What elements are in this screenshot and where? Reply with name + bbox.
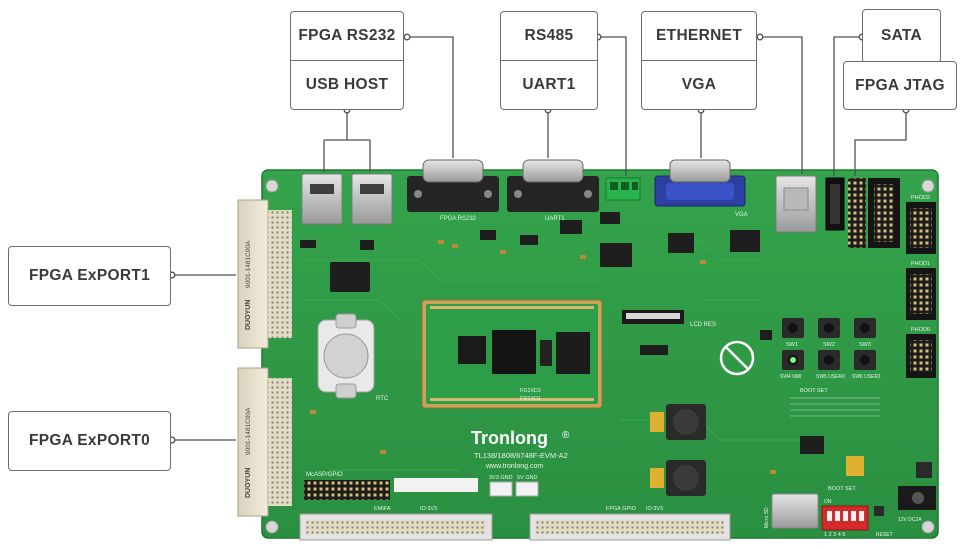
pb-free-logo xyxy=(719,340,755,376)
phod-headers xyxy=(906,202,936,378)
silk-fpga-rs232: FPGA RS232 xyxy=(440,216,477,222)
label-box-fpga-export1: FPGA ExPORT1 xyxy=(8,246,171,306)
label-box-fpga-export0: FPGA ExPORT0 xyxy=(8,411,171,471)
dip-switch xyxy=(821,505,869,531)
export0-connector xyxy=(237,367,292,517)
brand-name: Tronlong xyxy=(471,428,548,448)
silk-sw1: SW1 xyxy=(786,342,798,348)
silk-duoyun-1: DUOYUN xyxy=(245,300,252,330)
silk-boot-set: BOOT SET xyxy=(800,388,828,394)
db9-uart1-connector xyxy=(507,159,599,212)
export1-connector xyxy=(237,199,292,349)
silk-fd1xd2: FD1XD2 xyxy=(520,388,541,394)
silk-sw4-nmi: SW4 NMI xyxy=(780,374,801,380)
label-rs485: RS485 xyxy=(501,12,597,61)
callout-lines xyxy=(172,36,907,441)
silk-emifa: EMIFA xyxy=(374,506,391,512)
sata-connector xyxy=(825,177,845,231)
board-website: www.tronlong.com xyxy=(485,463,543,470)
label-box-fpga-jtag: FPGA JTAG xyxy=(843,61,957,110)
silk-io-3v3-left: IO:3V3 xyxy=(420,506,437,512)
reset-button xyxy=(874,506,884,516)
som-core-module xyxy=(421,299,603,409)
rtc-battery-holder xyxy=(317,313,375,399)
silk-micro-sd: Micro SD xyxy=(764,507,770,528)
silk-sw3: SW3 xyxy=(859,342,871,348)
emifa-header xyxy=(299,513,493,541)
silk-dip-numbers: 1 2 3 4 5 xyxy=(824,532,845,538)
push-buttons xyxy=(782,318,876,370)
silk-duoyun-0: DUOYUN xyxy=(245,468,252,498)
silk-3v3-gnd: 3V3 GND xyxy=(489,475,513,481)
silk-mcasp-gpio: McASP/GPIO xyxy=(306,472,343,478)
silk-reset: RESET xyxy=(876,532,893,538)
brand-registered-mark: ® xyxy=(562,430,570,441)
label-fpga-rs232: FPGA RS232 xyxy=(291,12,403,61)
board-model: TL138/1808/6748F-EVM-A2 xyxy=(474,451,568,460)
silk-connector-part-1: 9001-1481C00A xyxy=(245,240,252,288)
label-box-fpga-rs232-usb-host: FPGA RS232 USB HOST xyxy=(290,11,404,110)
label-ethernet: ETHERNET xyxy=(642,12,756,61)
silk-lcd-res: LCD RES xyxy=(690,322,716,328)
label-fpga-export1: FPGA ExPORT1 xyxy=(28,267,151,284)
silk-uart1: UART1 xyxy=(545,216,565,222)
rs485-terminal xyxy=(605,177,641,201)
label-usb-host: USB HOST xyxy=(305,75,389,93)
power-jack xyxy=(898,462,936,510)
ethernet-connector xyxy=(775,175,817,233)
db9-rs232-connector xyxy=(407,159,499,212)
label-fpga-jtag: FPGA JTAG xyxy=(855,76,945,94)
silk-connector-part-0: 9001-1481C00A xyxy=(245,407,252,455)
label-box-sata: SATA xyxy=(862,9,941,63)
silk-vga: VGA xyxy=(735,212,748,218)
silk-boot-set-2: BOOT SET xyxy=(828,486,856,492)
label-sata: SATA xyxy=(880,27,923,44)
silk-5v-gnd: 5V GND xyxy=(517,475,538,481)
lcd-connector xyxy=(622,310,684,324)
label-uart1: UART1 xyxy=(522,75,576,93)
silk-sw6-user1: SW6 USER1 xyxy=(852,374,881,380)
silk-fd1xd1: FD1XD1 xyxy=(520,396,541,402)
white-label-strip xyxy=(394,478,478,492)
vga-connector xyxy=(654,159,746,207)
silk-rtc: RTC xyxy=(376,396,389,402)
silk-phod1: PHOD1 xyxy=(911,261,930,267)
inductors xyxy=(650,404,864,496)
fpga-gpio-header xyxy=(529,513,731,541)
label-vga: VGA xyxy=(681,75,717,93)
label-fpga-export0: FPGA ExPORT0 xyxy=(28,432,151,449)
silk-sw5-user0: SW5 USER0 xyxy=(816,374,845,380)
label-box-rs485-uart1: RS485 UART1 xyxy=(500,11,598,110)
jtag-header xyxy=(848,178,900,248)
silk-io-3v3-right: IO:3V3 xyxy=(646,506,663,512)
usb-host-connectors xyxy=(301,173,393,225)
silk-power: 12V DC2A xyxy=(898,517,922,523)
mcasp-gpio-header xyxy=(304,480,390,500)
silk-phod2: PHOD2 xyxy=(911,195,930,201)
silk-fpga-gpio: FPGA GPIO xyxy=(606,506,637,512)
silk-phod0: PHOD0 xyxy=(911,327,930,333)
silk-sw2: SW2 xyxy=(823,342,835,348)
micro-sd-slot xyxy=(771,493,819,529)
power-headers xyxy=(489,481,539,497)
silk-on: ON xyxy=(824,499,832,505)
label-box-ethernet-vga: ETHERNET VGA xyxy=(641,11,757,110)
